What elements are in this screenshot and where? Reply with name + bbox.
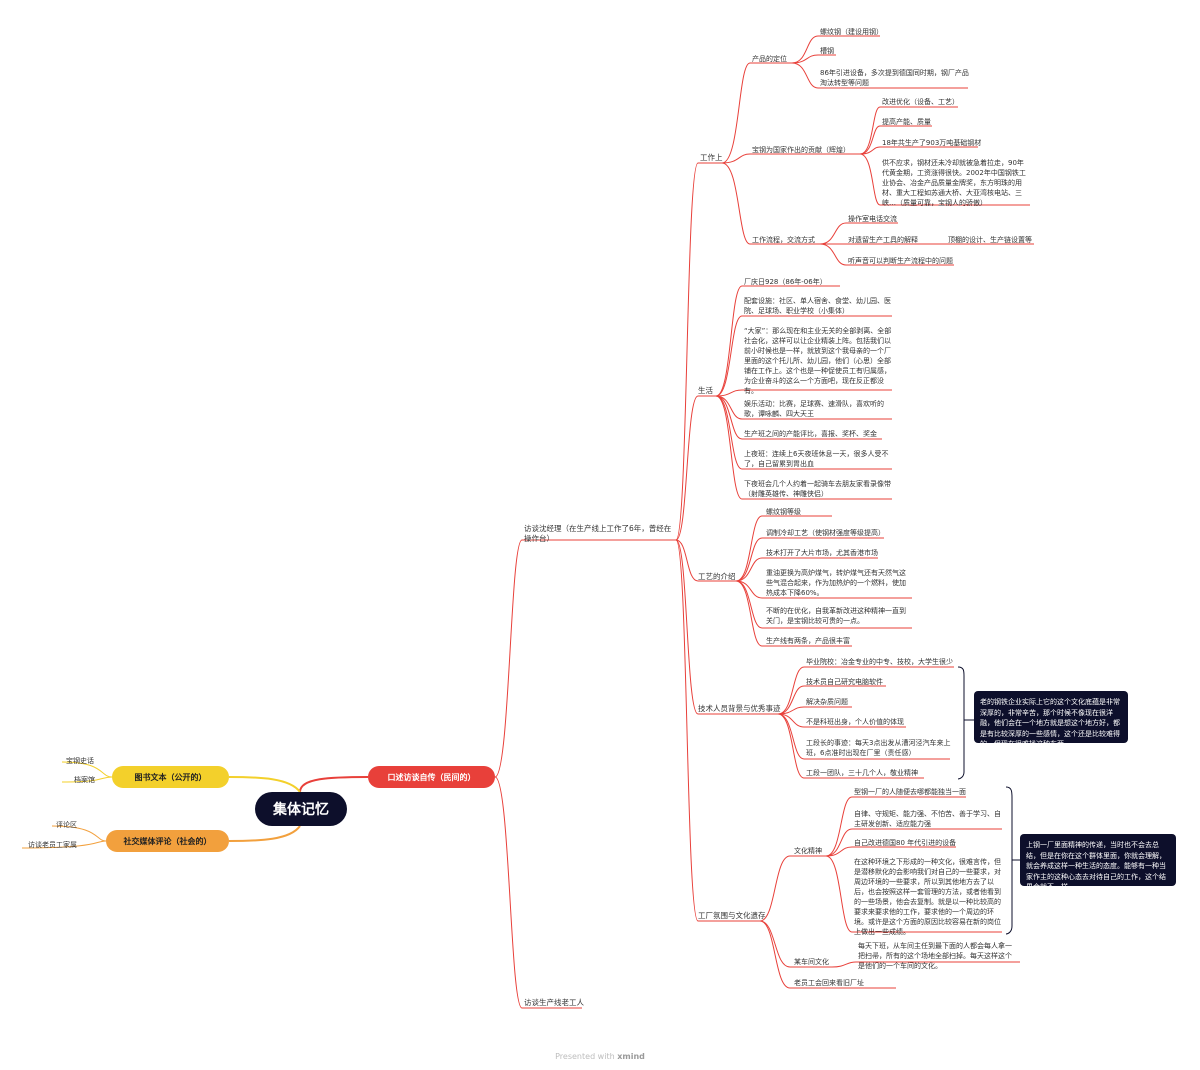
topic-spirit[interactable]: 文化精神: [794, 847, 822, 855]
leaf-product-2[interactable]: 86年引进设备，多次提到德国同时期，钢厂产品淘汰转型等问题: [820, 69, 969, 87]
topic-workshop[interactable]: 某车间文化: [794, 958, 829, 966]
leaf-tech-2[interactable]: 解决杂质问题: [806, 698, 848, 706]
leaf-old[interactable]: 老员工会回来看旧厂址: [794, 979, 864, 987]
topic-tech[interactable]: 技术人员背景与优秀事迹: [698, 704, 781, 713]
leaf-flow-1-sub[interactable]: 顶棚的设计、生产链设置等: [948, 236, 1032, 244]
leaf-craft-2[interactable]: 技术打开了大片市场，尤其香港市场: [766, 549, 878, 557]
footer-prefix: Presented with: [555, 1052, 615, 1061]
leaf-social-1[interactable]: 访谈老员工家属: [28, 841, 77, 849]
topic-life[interactable]: 生活: [698, 386, 713, 395]
leaf-life-2[interactable]: “大家”：那么现在和主业无关的全部剥离、全部社会化，这样可以让企业精装上阵。包括…: [744, 327, 892, 395]
topic-contrib[interactable]: 宝钢为国家作出的贡献（辉煌）: [752, 146, 850, 154]
branch-books[interactable]: 图书文本（公开的）: [112, 766, 229, 788]
leaf-books-0[interactable]: 宝钢史话: [66, 757, 94, 765]
summary-tech[interactable]: 老的钢铁企业实际上它的这个文化底蕴是非常深厚的，非常辛苦，那个时候不像现在很洋融…: [974, 691, 1128, 748]
footer-branding: Presented with xmind: [0, 1052, 1200, 1061]
leaf-spirit-2[interactable]: 自己改进德国80 年代引进的设备: [854, 839, 957, 847]
leaf-tech-5[interactable]: 工段一团队，三十几个人，敬业精神: [806, 769, 918, 777]
leaf-craft-3[interactable]: 重油更换为高炉煤气，转炉煤气还有天然气这些气混合起来，作为加热炉的一个燃料，使加…: [766, 569, 906, 597]
leaf-spirit-3[interactable]: 在这种环境之下形成的一种文化，很难言传，但是潜移默化的会影响我们对自己的一些要求…: [854, 858, 1001, 936]
leaf-flow-0[interactable]: 操作室电话交流: [848, 215, 897, 223]
leaf-flow-2[interactable]: 听声音可以判断生产流程中的问题: [848, 257, 953, 265]
root-topic[interactable]: 集体记忆: [255, 792, 347, 826]
leaf-life-0[interactable]: 厂庆日928（86年-06年）: [744, 278, 827, 286]
leaf-contrib-1[interactable]: 提高产能、质量: [882, 118, 931, 126]
topic-product[interactable]: 产品的定位: [752, 55, 787, 63]
leaf-spirit-0[interactable]: 型钢一厂的人随便去哪都能独当一面: [854, 788, 966, 796]
topic-culture[interactable]: 工厂氛围与文化遗存: [698, 911, 766, 920]
leaf-life-1[interactable]: 配套设施：社区、单人宿舍、食堂、幼儿园、医院、足球场、职业学校（小集体）: [744, 297, 891, 315]
leaf-books-1[interactable]: 档案馆: [74, 776, 95, 784]
leaf-craft-1[interactable]: 调制冷却工艺（使钢材强度等级提高）: [766, 529, 885, 537]
leaf-product-0[interactable]: 螺纹钢（建设用钢）: [820, 28, 883, 36]
leaf-spirit-1[interactable]: 自律、守规矩、能力强、不怕苦、善于学习、自主研发创新、适应能力强: [854, 810, 1001, 828]
leaf-tech-4[interactable]: 工段长的事迹：每天3点出发从漕河泾汽车来上班，6点准时出现在厂里（责任感）: [806, 739, 951, 757]
footer-brand: xmind: [617, 1052, 645, 1061]
leaf-craft-5[interactable]: 生产线有两条，产品很丰富: [766, 637, 850, 645]
leaf-tech-0[interactable]: 毕业院校：冶金专业的中专、技校，大学生很少: [806, 658, 953, 666]
leaf-social-0[interactable]: 评论区: [56, 821, 77, 829]
topic-work[interactable]: 工作上: [700, 153, 723, 162]
leaf-contrib-2[interactable]: 18年共生产了903万吨基础钢材: [882, 139, 982, 147]
leaf-contrib-0[interactable]: 改进优化（设备、工艺）: [882, 98, 959, 106]
leaf-product-1[interactable]: 槽钢: [820, 47, 834, 55]
leaf-life-3[interactable]: 娱乐活动：比赛，足球赛、速滑队，喜欢听的歌，谭咏麟、四大天王: [744, 400, 884, 418]
leaf-life-5[interactable]: 上夜班：连续上6天夜班休息一天，很多人受不了，自己留累到胃出血: [744, 450, 889, 468]
topic-flow[interactable]: 工作流程，交流方式: [752, 236, 815, 244]
leaf-workshop[interactable]: 每天下班，从车间主任到最下面的人都会每人拿一把扫帚，所有的这个场地全部扫掉。每天…: [858, 942, 1012, 970]
topic-shen[interactable]: 访谈沈经理（在生产线上工作了6年，曾经在操作台）: [524, 524, 672, 543]
leaf-flow-1[interactable]: 对遗留生产工具的解释: [848, 236, 918, 244]
leaf-contrib-3[interactable]: 供不应求，钢材还未冷却就被急着拉走，90年代黄金期，工资涨得很快。2002年中国…: [882, 159, 1026, 207]
leaf-craft-0[interactable]: 螺纹钢等级: [766, 508, 801, 516]
leaf-tech-3[interactable]: 不是科班出身，个人价值的体现: [806, 718, 904, 726]
leaf-life-6[interactable]: 下夜班会几个人约着一起骑车去朋友家看录像带（射雕英雄传、神雕侠侣）: [744, 480, 891, 498]
branch-oral[interactable]: 口述访谈自传（民间的）: [368, 766, 495, 788]
summary-spirit[interactable]: 上钢一厂里面精神的传递，当时也不会去总结，但是在你在这个群体里面，你就会理解，就…: [1020, 834, 1176, 891]
topic-worker[interactable]: 访谈生产线老工人: [524, 998, 584, 1007]
leaf-tech-1[interactable]: 技术员自己研究电脑软件: [806, 678, 883, 686]
leaf-life-4[interactable]: 生产班之间的产能评比，喜报、奖杯、奖金: [744, 430, 877, 438]
leaf-craft-4[interactable]: 不断的在优化，自我革新改进这种精神一直到关门，是宝钢比较可贵的一点。: [766, 607, 906, 625]
branch-social[interactable]: 社交媒体评论（社会的）: [106, 830, 229, 852]
topic-craft[interactable]: 工艺的介绍: [698, 572, 736, 581]
